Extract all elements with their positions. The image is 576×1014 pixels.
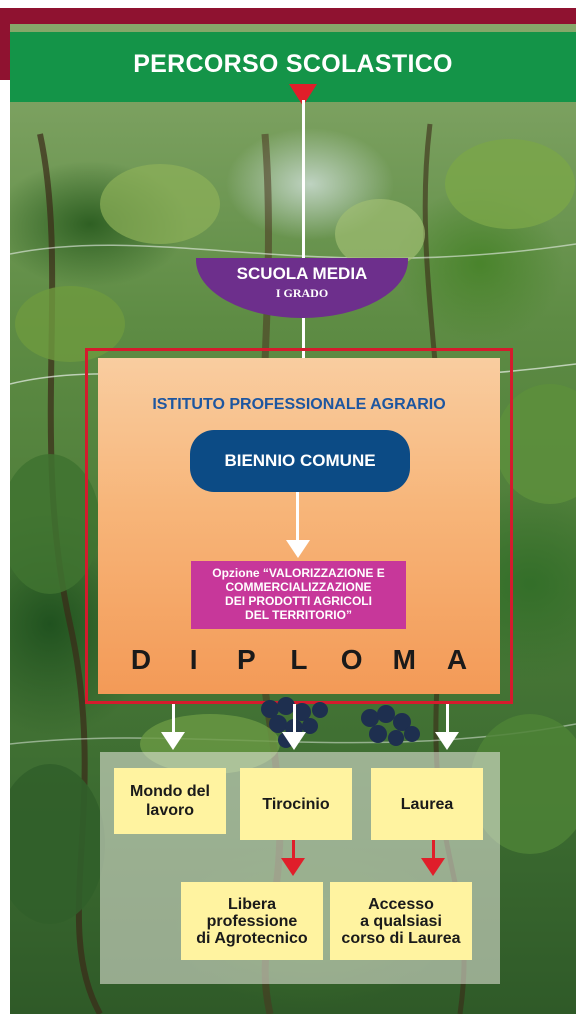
down-arrow-red-icon [281,858,305,876]
accesso-line-3: corso di Laurea [341,929,461,947]
scuola-media-grade: I GRADO [275,286,329,300]
opzione-line-3: DEI PRODOTTI AGRICOLI [225,594,372,608]
mondo-lavoro-node: Mondo del lavoro [114,768,226,834]
accesso-line-1: Accesso [368,895,434,913]
flow-line [302,318,305,358]
diploma-letter: D [130,644,152,675]
istituto-title: ISTITUTO PROFESSIONALE AGRARIO [152,396,446,413]
istituto-panel [98,358,500,694]
flow-line-red [292,840,295,862]
tirocinio-label: Tirocinio [262,795,330,813]
down-arrow-white-icon [435,732,459,750]
laurea-label: Laurea [400,795,454,813]
libera-line-3: di Agrotecnico [196,929,308,947]
laurea-node: Laurea [371,768,483,840]
opzione-node: Opzione “VALORIZZAZIONE E COMMERCIALIZZA… [191,561,406,629]
opzione-line-4: DEL TERRITORIO” [245,608,352,622]
tirocinio-node: Tirocinio [240,768,352,840]
grapes-decoration [261,697,420,748]
down-arrow-white-icon [286,540,310,558]
istituto-frame [85,348,513,704]
flow-line-red [432,840,435,862]
down-arrow-white-icon [161,732,185,750]
accesso-line-2: a qualsiasi [360,912,442,930]
opzione-line-1: Opzione “VALORIZZAZIONE E [212,566,385,580]
libera-line-2: professione [206,912,298,930]
libera-line-1: Libera [227,895,276,913]
diploma-letter: I [189,644,198,675]
mondo-line-1: Mondo del [130,783,210,800]
down-arrow-white-icon [282,732,306,750]
diploma-label: D I P L O M A [98,644,500,676]
diploma-letter: M [392,644,416,675]
flow-line [293,704,296,736]
accesso-laurea-node: Accesso a qualsiasi corso di Laurea [330,882,472,960]
flow-line [302,100,305,260]
biennio-label: BIENNIO COMUNE [224,451,376,470]
diploma-letter: L [290,644,308,675]
vine-branches [10,123,576,1014]
flow-line [172,704,175,736]
page-title: PERCORSO SCOLASTICO [133,49,453,78]
mondo-line-2: lavoro [145,802,194,819]
diploma-letter: A [446,644,468,675]
diploma-letter: P [236,644,256,675]
libera-professione-node: Libera professione di Agrotecnico [181,882,323,960]
flow-line [446,704,449,736]
down-arrow-red-icon [421,858,445,876]
down-arrow-red-icon [289,84,317,106]
biennio-node: BIENNIO COMUNE [190,430,410,492]
opzione-line-2: COMMERCIALIZZAZIONE [225,580,372,594]
diploma-letter: O [340,644,363,675]
scuola-media-label: SCUOLA MEDIA [236,264,368,283]
flow-line [296,492,299,542]
